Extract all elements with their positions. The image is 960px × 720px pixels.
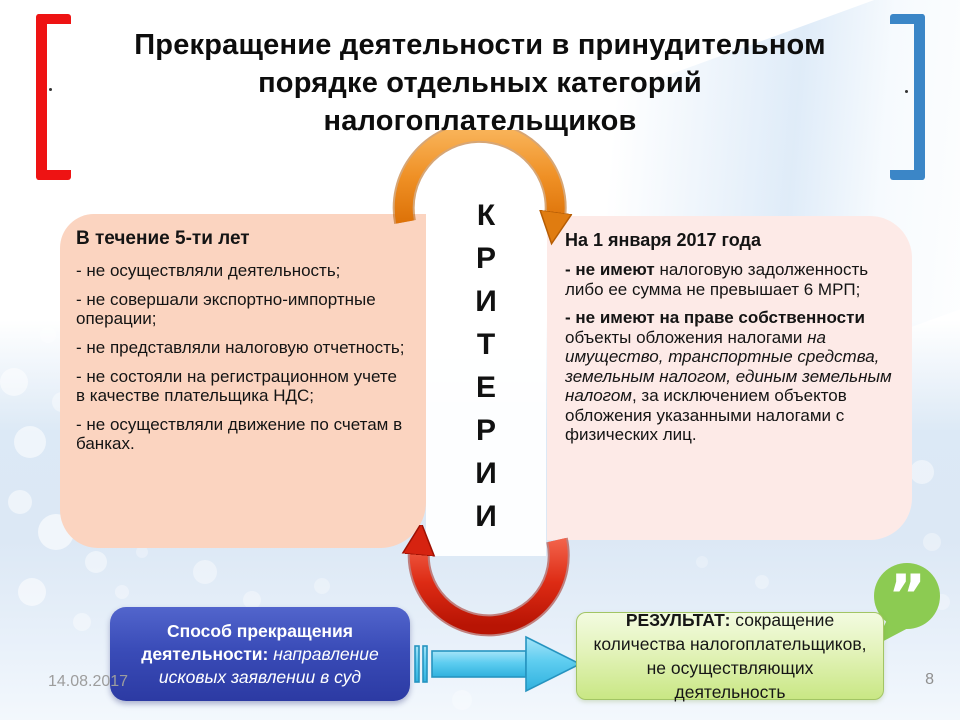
criteria-box-left: В течение 5-ти лет - не осуществляли дея… [60, 214, 426, 548]
left-box-item: - не состояли на регистрационном учете в… [76, 367, 397, 405]
criteria-vertical-label: К Р И Т Е Р И И [426, 188, 546, 556]
quote-bubble-icon: ” [874, 562, 940, 646]
slide-title: Прекращение деятельности в принудительно… [80, 26, 880, 140]
title-line-2: порядке отдельных категорий [258, 67, 702, 99]
left-bracket [36, 14, 71, 180]
criteria-box-right: На 1 января 2017 года - не имеют налогов… [547, 216, 912, 540]
orange-arc-arrow-icon [392, 130, 600, 260]
left-box-item: - не совершали экспортно-импортные опера… [76, 290, 376, 328]
left-box-item: - не осуществляли движение по счетам в б… [76, 415, 403, 453]
result-box: РЕЗУЛЬТАТ: сокращение количества налогоп… [576, 610, 884, 702]
right-box-paragraph-2: - не имеют на праве собственности объект… [565, 308, 894, 445]
bold-text: - не имеют на праве собственности [565, 308, 865, 327]
red-arc-arrow-icon [375, 525, 570, 637]
left-box-heading: В течение 5-ти лет [76, 228, 250, 249]
right-box-paragraph-1: - не имеют налоговую задолженность либо … [565, 260, 894, 299]
method-box: Способ прекращения деятельности: направл… [110, 607, 410, 701]
criteria-letter: И [475, 457, 497, 490]
italic-text: направление исковых заявлении в суд [158, 643, 379, 687]
criteria-letter: И [475, 500, 497, 533]
bold-text: - не имеют [565, 260, 655, 279]
stray-dot [905, 90, 908, 93]
criteria-letter: Р [475, 414, 496, 447]
criteria-letter: Р [475, 242, 496, 275]
criteria-letter: Е [475, 371, 496, 404]
plain-text: налоговую задолженность либо ее сумма не… [565, 260, 869, 299]
method-box-text: Способ прекращения деятельности: направл… [126, 620, 394, 689]
title-line-1: Прекращение деятельности в принудительно… [134, 29, 826, 61]
criteria-letter: Т [476, 328, 496, 361]
italic-text: на имущество, транспортные средства, зем… [565, 327, 892, 406]
plain-text: сокращение количества налогоплательщиков… [593, 610, 867, 702]
left-box-item: - не представляли налоговую отчетность; [76, 338, 405, 357]
svg-text:”: ” [888, 562, 926, 630]
criteria-letter: К [476, 199, 496, 232]
bold-text: РЕЗУЛЬТАТ: [625, 610, 731, 630]
result-box-text: РЕЗУЛЬТАТ: сокращение количества налогоп… [591, 608, 869, 704]
striped-right-arrow-icon [414, 635, 582, 693]
left-box-item: - не осуществляли деятельность; [76, 261, 341, 280]
right-bracket [890, 14, 925, 180]
stray-dot [49, 88, 52, 91]
right-box-heading: На 1 января 2017 года [565, 230, 761, 250]
bold-text: Способ прекращения деятельности: [141, 620, 353, 664]
plain-text: объекты обложения налогами [565, 327, 808, 347]
criteria-letter: И [475, 285, 497, 318]
page-number: 8 [925, 671, 934, 688]
slide-date: 14.08.2017 [48, 673, 129, 690]
plain-text: , за исключением объектов обложения указ… [565, 386, 847, 444]
